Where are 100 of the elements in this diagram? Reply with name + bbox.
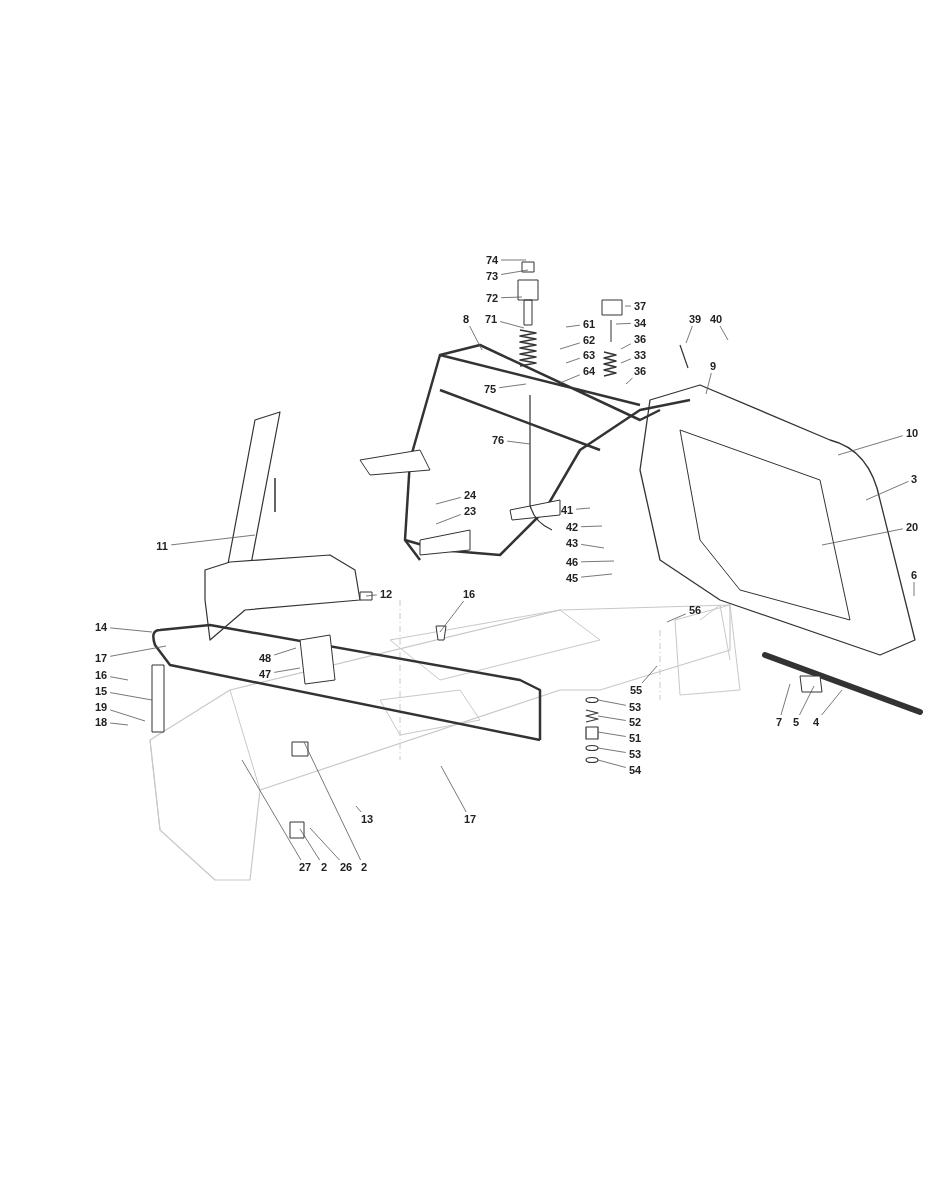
leader-line: [625, 377, 633, 385]
leader-line: [624, 305, 632, 307]
callout-number: 47: [258, 668, 272, 680]
callout-number: 17: [463, 813, 477, 825]
leader-line: [109, 709, 146, 722]
leader-line: [500, 259, 527, 261]
callout-number: 48: [258, 652, 272, 664]
leader-line: [435, 514, 462, 525]
leader-line: [620, 343, 632, 350]
leader-line: [170, 534, 256, 546]
callout-number: 18: [94, 716, 108, 728]
callout-number: 37: [633, 300, 647, 312]
callout-number: 56: [688, 604, 702, 616]
callout-number: 10: [905, 427, 919, 439]
leader-line: [435, 497, 462, 505]
callout-number: 52: [628, 716, 642, 728]
leader-line: [109, 676, 129, 681]
leader-line: [780, 683, 791, 716]
callout-number: 64: [582, 365, 596, 377]
callout-number: 42: [565, 521, 579, 533]
leader-line: [580, 560, 615, 563]
callout-number: 17: [94, 652, 108, 664]
callout-number: 16: [94, 669, 108, 681]
callout-number: 39: [688, 313, 702, 325]
callout-number: 14: [94, 621, 108, 633]
callout-number: 2: [320, 861, 328, 873]
leader-line: [821, 689, 843, 716]
leader-line: [641, 665, 658, 684]
leader-line: [299, 828, 320, 861]
leader-line: [241, 759, 302, 861]
leader-line: [506, 440, 531, 445]
callout-number: 46: [565, 556, 579, 568]
callout-number: 55: [629, 684, 643, 696]
callout-number: 26: [339, 861, 353, 873]
leader-line: [500, 296, 523, 299]
callout-number: 40: [709, 313, 723, 325]
leader-line: [309, 827, 340, 861]
callout-number: 72: [485, 292, 499, 304]
callout-number: 27: [298, 861, 312, 873]
callout-number: 73: [485, 270, 499, 282]
leader-line: [620, 358, 632, 364]
callout-number: 36: [633, 333, 647, 345]
leader-line: [705, 372, 712, 395]
callout-number: 33: [633, 349, 647, 361]
callout-number: 6: [910, 569, 918, 581]
leader-line: [597, 759, 627, 768]
leader-line: [666, 613, 687, 623]
callout-number: 16: [462, 588, 476, 600]
callout-number: 23: [463, 505, 477, 517]
leader-line: [580, 544, 605, 549]
callout-number: 63: [582, 349, 596, 361]
leader-line: [355, 805, 362, 813]
leader-line: [109, 627, 153, 633]
leader-line: [597, 715, 627, 721]
callout-number: 4: [812, 716, 820, 728]
leader-line: [799, 685, 815, 716]
leader-line: [580, 573, 613, 578]
leader-line: [498, 383, 527, 389]
leader-line: [615, 323, 632, 325]
callout-number: 41: [560, 504, 574, 516]
leader-line: [439, 600, 465, 633]
callout-number: 76: [491, 434, 505, 446]
leader-line: [440, 765, 467, 813]
leader-line: [559, 374, 581, 384]
callout-number: 75: [483, 383, 497, 395]
leader-line: [559, 342, 581, 350]
leader-line: [469, 325, 483, 351]
callout-number: 24: [463, 489, 477, 501]
callout-number: 2: [360, 861, 368, 873]
leader-line: [913, 581, 915, 597]
callout-number: 5: [792, 716, 800, 728]
callout-number: 11: [156, 540, 168, 552]
leader-line: [719, 325, 729, 341]
callout-number: 53: [628, 701, 642, 713]
callout-number: 36: [633, 365, 647, 377]
leader-line: [597, 731, 627, 737]
leader-line: [109, 692, 153, 701]
callout-number: 61: [582, 318, 596, 330]
callout-number: 34: [633, 317, 647, 329]
callout-number: 8: [462, 313, 470, 325]
leader-line: [821, 528, 904, 546]
callout-number: 7: [775, 716, 783, 728]
leader-line: [575, 507, 591, 510]
leader-line: [109, 645, 167, 657]
callout-number: 43: [565, 537, 579, 549]
leader-line: [597, 699, 627, 706]
callout-number: 13: [360, 813, 374, 825]
leader-line: [273, 647, 297, 656]
leader-line: [597, 747, 627, 753]
callout-number: 74: [485, 254, 499, 266]
callout-number: 62: [582, 334, 596, 346]
leader-line: [685, 325, 693, 344]
callout-number: 54: [628, 764, 642, 776]
leader-line: [109, 722, 129, 726]
leader-line: [565, 357, 581, 364]
leader-line: [837, 435, 904, 456]
leader-line: [273, 667, 301, 673]
callout-number: 53: [628, 748, 642, 760]
leader-line: [565, 324, 581, 328]
callout-number: 15: [94, 685, 108, 697]
